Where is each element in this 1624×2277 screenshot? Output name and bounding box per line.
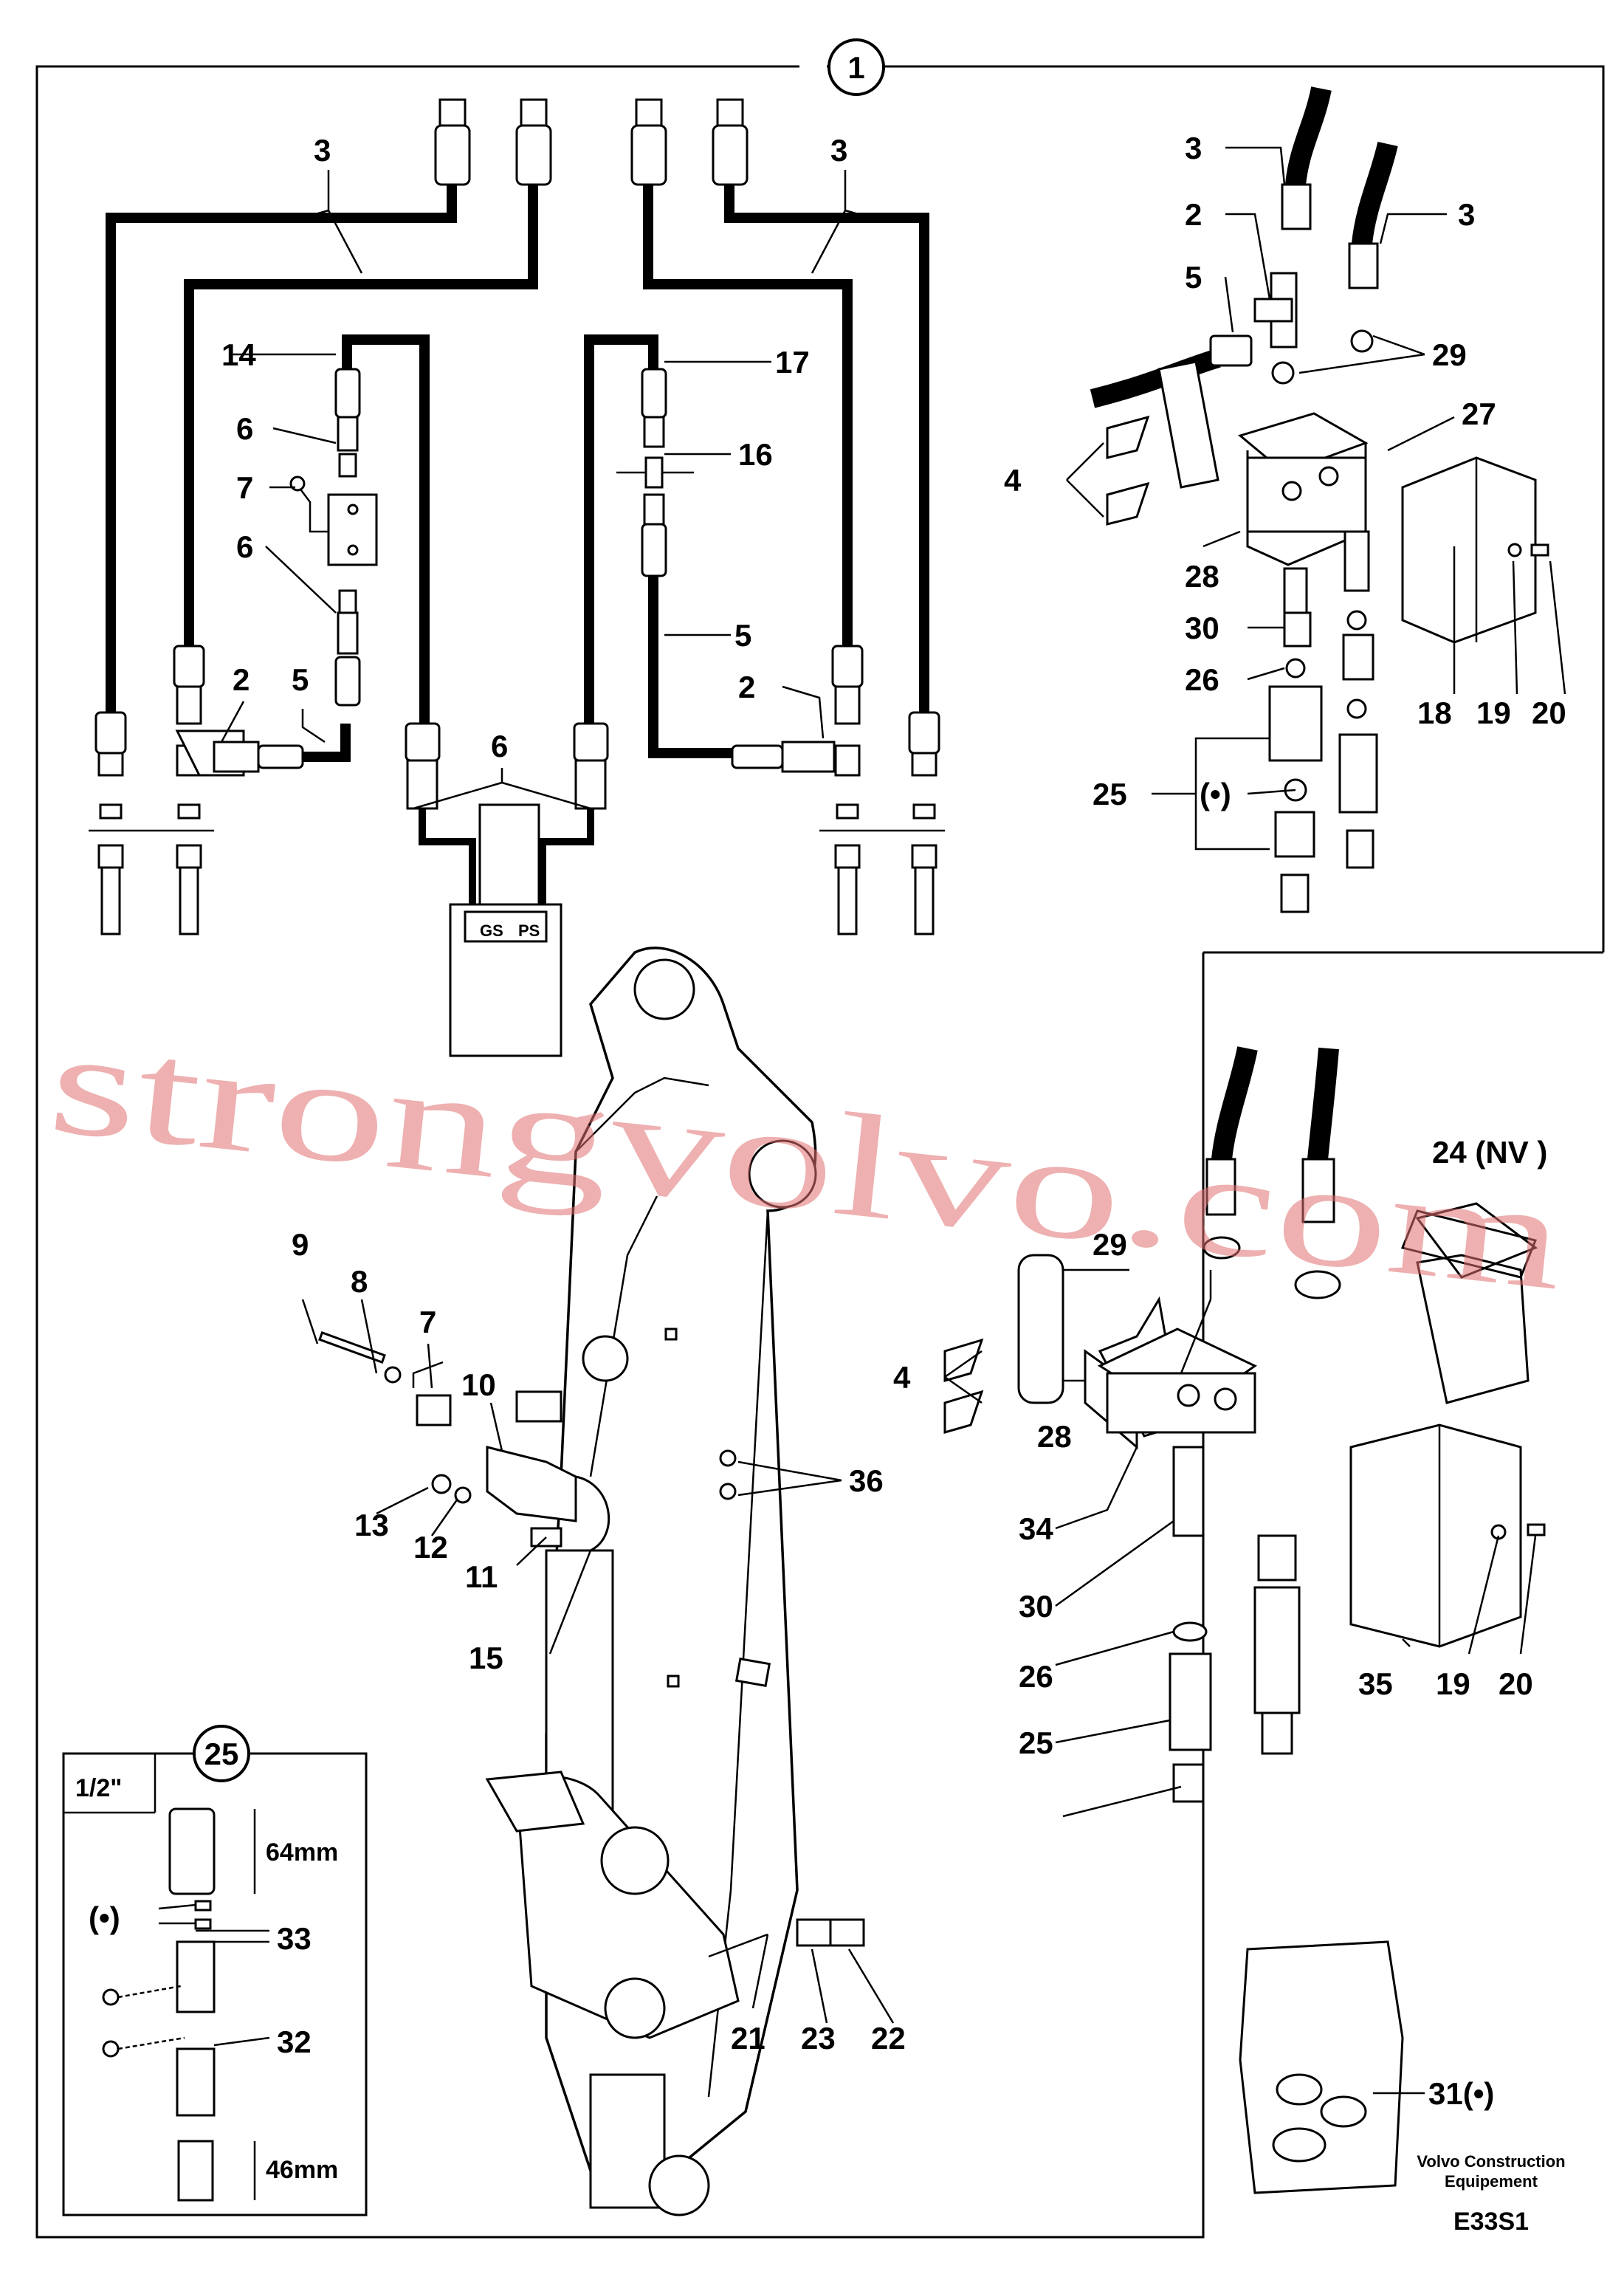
svg-text:18: 18 <box>1417 696 1452 730</box>
part-labels: 3 3 3 3 2 5 29 27 4 28 30 26 18 19 20 25… <box>221 131 1566 2111</box>
svg-text:33: 33 <box>277 1921 312 1956</box>
svg-text:46mm: 46mm <box>266 2156 338 2184</box>
svg-text:25: 25 <box>1019 1725 1053 1760</box>
leader-lines <box>196 146 1566 2047</box>
svg-text:5: 5 <box>1185 260 1202 295</box>
svg-text:3: 3 <box>1458 197 1475 232</box>
svg-text:34: 34 <box>1019 1511 1053 1546</box>
svg-text:64mm: 64mm <box>266 1838 338 1866</box>
svg-text:26: 26 <box>1019 1659 1053 1694</box>
kit-bag <box>1239 1940 1425 2194</box>
svg-text:29: 29 <box>1093 1227 1127 1262</box>
svg-text:7: 7 <box>419 1305 436 1339</box>
svg-text:25: 25 <box>204 1737 239 1771</box>
svg-text:GS: GS <box>480 921 503 940</box>
svg-text:30: 30 <box>1019 1589 1053 1624</box>
svg-text:E33S1: E33S1 <box>1453 2208 1529 2236</box>
lower-right-assembly <box>719 1046 1546 1947</box>
svg-text:(•): (•) <box>1200 777 1231 811</box>
svg-text:2: 2 <box>738 670 755 704</box>
svg-text:PS: PS <box>518 921 540 940</box>
hose-lines-left <box>106 185 929 762</box>
svg-text:5: 5 <box>734 618 751 653</box>
svg-text:13: 13 <box>354 1508 389 1542</box>
svg-text:25: 25 <box>1093 777 1127 811</box>
svg-text:19: 19 <box>1436 1666 1470 1701</box>
svg-text:26: 26 <box>1185 662 1219 697</box>
right-end-fittings <box>731 645 945 935</box>
svg-text:32: 32 <box>277 2024 312 2059</box>
svg-text:35: 35 <box>1358 1666 1393 1701</box>
svg-text:15: 15 <box>469 1641 503 1675</box>
svg-text:20: 20 <box>1532 696 1566 730</box>
svg-text:28: 28 <box>1037 1419 1072 1454</box>
svg-text:Equipement: Equipement <box>1445 2172 1538 2191</box>
svg-text:28: 28 <box>1185 559 1219 594</box>
valve-assembly: GS PS <box>289 368 694 1057</box>
svg-text:31(•): 31(•) <box>1428 2076 1494 2111</box>
svg-text:8: 8 <box>351 1264 368 1299</box>
callout-main: 1 <box>828 38 885 96</box>
svg-text:12: 12 <box>413 1530 448 1565</box>
svg-text:3: 3 <box>830 133 847 168</box>
upper-right-assembly <box>1090 86 1549 913</box>
company-block: Volvo Construction Equipement E33S1 <box>1417 2152 1565 2236</box>
svg-text:Volvo Construction: Volvo Construction <box>1417 2152 1565 2171</box>
svg-text:4: 4 <box>1004 463 1022 498</box>
watermark: strongvolvo.com <box>42 1000 1572 1322</box>
left-end-fittings <box>89 645 304 935</box>
svg-text:1/2": 1/2" <box>75 1774 122 1802</box>
inset-25: 1/2" 25 64mm (•) 46mm <box>62 1725 368 2216</box>
svg-text:(•): (•) <box>89 1900 120 1935</box>
svg-text:17: 17 <box>775 345 810 380</box>
svg-text:6: 6 <box>236 411 253 446</box>
svg-text:27: 27 <box>1462 396 1496 431</box>
svg-text:5: 5 <box>292 662 309 697</box>
svg-text:24 (NV ): 24 (NV ) <box>1432 1135 1547 1170</box>
boom-arm <box>485 947 817 2216</box>
svg-text:7: 7 <box>236 470 253 505</box>
svg-text:6: 6 <box>491 729 508 763</box>
clamp-parts <box>318 1330 610 1552</box>
svg-text:6: 6 <box>236 529 253 564</box>
svg-text:36: 36 <box>849 1463 884 1498</box>
diagram-frame <box>35 65 1605 2239</box>
top-fittings <box>434 98 749 186</box>
svg-text:3: 3 <box>1185 131 1202 165</box>
svg-text:20: 20 <box>1499 1666 1533 1701</box>
svg-text:22: 22 <box>871 2021 906 2056</box>
svg-text:4: 4 <box>893 1360 911 1395</box>
svg-text:23: 23 <box>801 2021 836 2056</box>
svg-text:1: 1 <box>847 50 864 85</box>
svg-text:21: 21 <box>731 2021 765 2056</box>
svg-text:10: 10 <box>461 1367 496 1402</box>
svg-text:14: 14 <box>221 337 256 372</box>
svg-text:2: 2 <box>1185 197 1202 232</box>
svg-text:16: 16 <box>738 437 773 472</box>
svg-text:30: 30 <box>1185 611 1219 645</box>
svg-text:11: 11 <box>465 1559 498 1594</box>
svg-text:9: 9 <box>292 1227 309 1262</box>
svg-text:3: 3 <box>314 133 331 168</box>
svg-text:29: 29 <box>1432 337 1467 372</box>
svg-text:19: 19 <box>1476 696 1511 730</box>
svg-text:2: 2 <box>233 662 250 697</box>
